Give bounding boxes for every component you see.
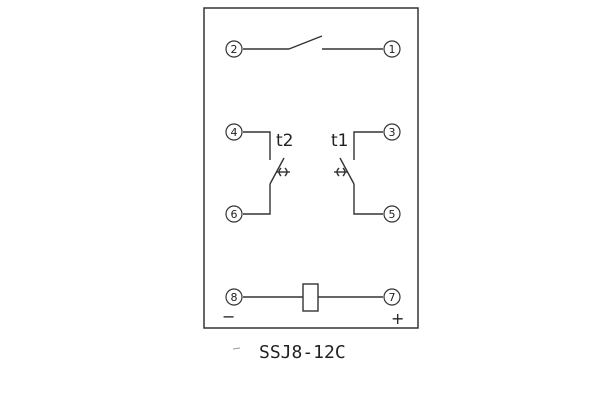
t1-contact-blade	[339, 157, 355, 185]
terminal-8	[225, 288, 243, 306]
t1-label: t1	[331, 131, 348, 151]
model-label: SSJ8-12C	[259, 342, 346, 363]
t2-delay-icon	[276, 167, 290, 177]
terminal-6	[225, 205, 243, 223]
plus-sign: +	[391, 309, 404, 328]
t2-label: t2	[276, 131, 293, 151]
terminal-5-number: 5	[389, 208, 396, 221]
terminal-1	[383, 40, 401, 58]
terminal-7-number: 7	[389, 291, 396, 304]
terminal-4-number: 4	[231, 126, 238, 139]
wire-4-t2	[243, 131, 271, 160]
terminal-3	[383, 123, 401, 141]
terminal-6-number: 6	[231, 208, 238, 221]
t2-contact-blade	[269, 157, 285, 185]
relay-enclosure	[203, 7, 419, 329]
minus-sign: −	[222, 307, 235, 326]
terminal-2-number: 2	[231, 43, 238, 56]
t1-delay-icon	[334, 167, 348, 177]
wire-t1-5	[353, 184, 383, 215]
terminal-4	[225, 123, 243, 141]
terminal-2	[225, 40, 243, 58]
relay-coil	[302, 283, 319, 312]
wire-t2-6	[243, 184, 271, 215]
terminal-7	[383, 288, 401, 306]
terminal-8-number: 8	[231, 291, 238, 304]
switch-blade	[288, 35, 323, 50]
wire-3-t1	[353, 131, 383, 160]
terminal-5	[383, 205, 401, 223]
caption-tick	[232, 347, 241, 350]
terminal-3-number: 3	[389, 126, 396, 139]
terminal-1-number: 1	[389, 43, 396, 56]
